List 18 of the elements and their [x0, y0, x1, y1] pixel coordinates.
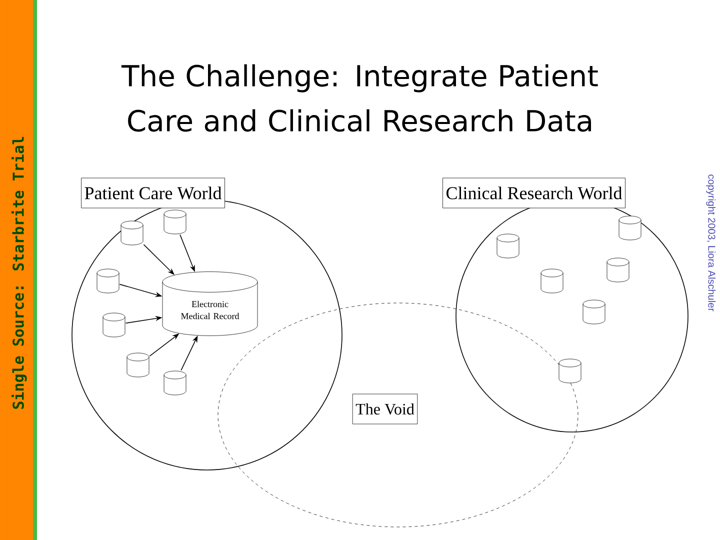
database-icon — [164, 370, 186, 396]
record-cylinder: Electronic Medical Record — [162, 272, 258, 336]
title: The Challenge: Integrate Patient Care and Clinical Research Data — [121, 64, 598, 132]
side-text: copyright 2003, Liora Alschuler — [706, 174, 716, 312]
heading-box: Clinical Research World — [442, 178, 626, 208]
database-icon — [120, 220, 144, 246]
database-icon — [96, 268, 120, 294]
database-icon — [496, 234, 520, 258]
heading-box: Patient Care World — [81, 178, 225, 208]
side-text: Single Source: Starbrite Trial — [12, 136, 27, 409]
database-icon — [102, 312, 126, 338]
database-icon — [126, 352, 150, 378]
database-icon — [618, 216, 642, 240]
database-icon — [164, 210, 186, 234]
database-icon — [540, 268, 564, 294]
database-icon — [582, 300, 606, 324]
heading-box: The Void — [352, 394, 418, 424]
database-icon — [606, 258, 630, 282]
